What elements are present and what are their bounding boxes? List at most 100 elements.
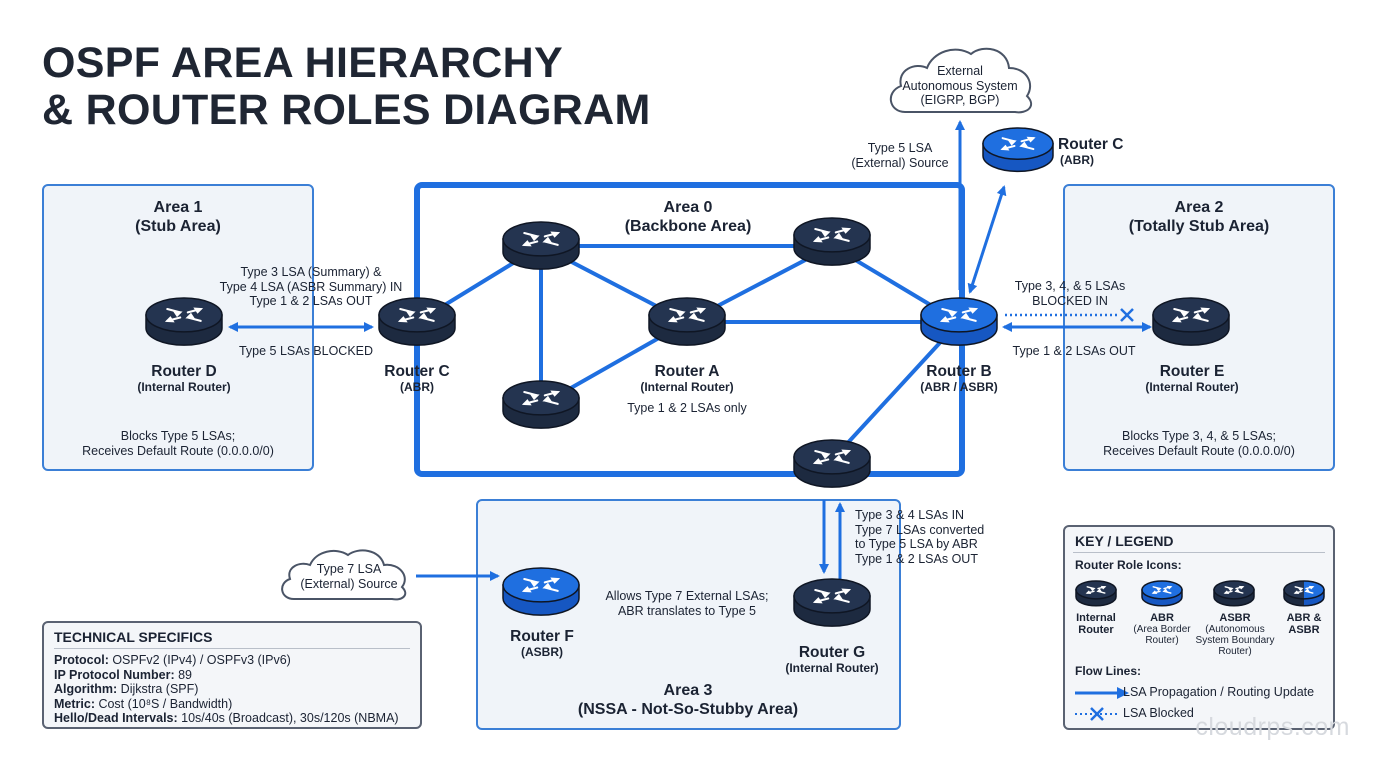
legend-propagation-arrow-icon — [1075, 687, 1129, 699]
legend-heading: KEY / LEGEND — [1075, 533, 1174, 549]
router-e-icon — [1152, 297, 1230, 347]
router-f-icon — [502, 567, 580, 617]
spec-row: IP Protocol Number: 89 — [54, 668, 399, 683]
router-e-name: Router E — [1159, 363, 1225, 380]
router-f-role: (ASBR) — [521, 645, 563, 659]
b-e-blocked-label: Type 3, 4, & 5 LSAs BLOCKED IN — [1000, 279, 1140, 308]
area-2-note-line-1: Blocks Type 3, 4, & 5 LSAs; — [1121, 429, 1277, 443]
type5-source-line-2: (External) Source — [851, 155, 949, 170]
spec-key: IP Protocol Number: — [54, 667, 175, 682]
g-flow-line-1: Type 3 & 4 LSAs IN — [855, 508, 965, 522]
technical-specifics-box: TECHNICAL SPECIFICS Protocol: OSPFv2 (IP… — [42, 621, 422, 729]
router-b-icon — [920, 297, 998, 347]
type5-source-label: Type 5 LSA (External) Source — [830, 141, 970, 170]
legend-abr-asbr-line-2: ASBR — [1288, 624, 1320, 636]
legend-propagation-label: LSA Propagation / Routing Update — [1123, 685, 1315, 699]
area-1-note-line-1: Blocks Type 5 LSAs; — [120, 429, 236, 443]
router-e-role: (Internal Router) — [1145, 380, 1239, 394]
router-f-name: Router F — [510, 628, 574, 645]
legend-abr-line-3: Router) — [1145, 635, 1179, 646]
c-d-flow-label: Type 3 LSA (Summary) & Type 4 LSA (ASBR … — [200, 265, 422, 309]
router-a-note: Type 1 & 2 LSAs only — [627, 401, 747, 415]
specs-divider — [54, 648, 410, 649]
legend-abr-asbr-icon — [1283, 579, 1325, 607]
area-1-note: Blocks Type 5 LSAs; Receives Default Rou… — [42, 429, 314, 458]
spec-key: Protocol: — [54, 653, 109, 667]
external-as-line-3: (EIGRP, BGP) — [920, 93, 1000, 107]
spec-row: Hello/Dead Intervals: 10s/40s (Broadcast… — [54, 711, 399, 726]
c-d-flow-line-3: Type 1 & 2 LSAs OUT — [249, 294, 373, 308]
router-b-name: Router B — [926, 363, 992, 380]
router-g-icon — [793, 578, 871, 628]
c-d-flow-line-1: Type 3 LSA (Summary) & — [240, 265, 382, 279]
type7-source-line-2: (External) Source — [300, 576, 398, 591]
area-3-note-line-1: Allows Type 7 External LSAs; — [605, 589, 769, 603]
router-c-top-name: Router C — [1058, 136, 1124, 153]
legend-asbr-line-3: System Boundary — [1195, 635, 1275, 646]
area-2-subtitle: (Totally Stub Area) — [1128, 218, 1270, 235]
legend-router-icons-label: Router Role Icons: — [1075, 558, 1182, 572]
router-c-icon — [378, 297, 456, 347]
legend-asbr-icon — [1213, 579, 1255, 607]
page-title: OSPF AREA HIERARCHY & ROUTER ROLES DIAGR… — [42, 40, 651, 134]
backbone-router-bottom-icon — [793, 439, 871, 489]
router-d-name: Router D — [151, 363, 217, 380]
spec-value: Cost (10⁸S / Bandwidth) — [94, 696, 233, 711]
router-c-name: Router C — [384, 363, 450, 380]
c-d-flow-line-2: Type 4 LSA (ASBR Summary) IN — [219, 279, 403, 294]
legend-blocked-label: LSA Blocked — [1123, 706, 1194, 720]
legend-flow-lines-label: Flow Lines: — [1075, 664, 1141, 678]
spec-row: Algorithm: Dijkstra (SPF) — [54, 682, 399, 697]
area-2-note-line-2: Receives Default Route (0.0.0.0/0) — [1103, 443, 1295, 458]
spec-key: Metric: — [54, 696, 95, 711]
legend-asbr-line-4: Router) — [1218, 646, 1252, 657]
blocked-x-icon — [1120, 308, 1134, 322]
area-1-title: Area 1 (Stub Area) — [42, 198, 314, 236]
backbone-router-bottom-left-icon — [502, 380, 580, 430]
legend-abr-asbr-label: ABR & ASBR — [1275, 612, 1333, 636]
spec-value: 10s/40s (Broadcast), 30s/120s (NBMA) — [177, 711, 399, 725]
area-3-note-line-2: ABR translates to Type 5 — [617, 603, 757, 618]
area-2-title-text: Area 2 — [1174, 199, 1224, 216]
spec-row: Metric: Cost (10⁸S / Bandwidth) — [54, 697, 399, 712]
legend-abr-label: ABR (Area Border Router) — [1129, 612, 1195, 646]
external-as-line-2: Autonomous System — [902, 78, 1018, 93]
spec-value: Dijkstra (SPF) — [117, 682, 199, 696]
area-1-title-text: Area 1 — [153, 199, 203, 216]
router-d-icon — [145, 297, 223, 347]
backbone-router-top-right-icon — [793, 217, 871, 267]
router-a-icon — [648, 297, 726, 347]
legend-internal-line-2: Router — [1078, 624, 1114, 636]
b-e-out-label: Type 1 & 2 LSAs OUT — [1012, 344, 1136, 358]
title-line-1: OSPF AREA HIERARCHY — [42, 39, 563, 87]
legend-asbr-line-2: (Autonomous — [1205, 624, 1265, 635]
legend-internal-label: Internal Router — [1067, 612, 1125, 636]
c-d-blocked-label: Type 5 LSAs BLOCKED — [238, 344, 374, 358]
spec-key: Hello/Dead Intervals: — [54, 711, 178, 725]
legend-internal-line-1: Internal — [1076, 612, 1116, 624]
router-c-role: (ABR) — [400, 380, 434, 394]
area-2-note: Blocks Type 3, 4, & 5 LSAs; Receives Def… — [1063, 429, 1335, 458]
b-e-blocked-line-1: Type 3, 4, & 5 LSAs — [1014, 279, 1126, 293]
router-a-role: (Internal Router) — [640, 380, 734, 394]
area-2-title: Area 2 (Totally Stub Area) — [1063, 198, 1335, 236]
external-as-label: External Autonomous System (EIGRP, BGP) — [883, 64, 1037, 108]
legend-asbr-label: ASBR (Autonomous System Boundary Router) — [1191, 612, 1279, 657]
arrow-b-ctop — [967, 185, 1007, 294]
watermark: cloudrps.com — [1195, 713, 1350, 741]
external-as-cloud-icon — [890, 47, 1033, 114]
technical-specifics-heading: TECHNICAL SPECIFICS — [54, 629, 213, 645]
area-3-title: Area 3 (NSSA - Not-So-Stubby Area) — [520, 681, 856, 719]
legend-abr-line-2: (Area Border — [1133, 624, 1191, 635]
legend-internal-router-icon — [1075, 579, 1117, 607]
g-flow-line-3: to Type 5 LSA by ABR — [855, 537, 978, 551]
spec-value: OSPFv2 (IPv4) / OSPFv3 (IPv6) — [108, 653, 291, 667]
area-0-subtitle: (Backbone Area) — [624, 218, 752, 235]
router-a-name: Router A — [654, 363, 720, 380]
router-c-top-role: (ABR) — [1060, 153, 1094, 167]
legend-abr-icon — [1141, 579, 1183, 607]
router-d-role: (Internal Router) — [137, 380, 231, 394]
router-g-role: (Internal Router) — [785, 661, 879, 675]
legend-blocked-icon — [1075, 707, 1117, 721]
legend-box: KEY / LEGEND Router Role Icons: Internal… — [1063, 525, 1335, 730]
